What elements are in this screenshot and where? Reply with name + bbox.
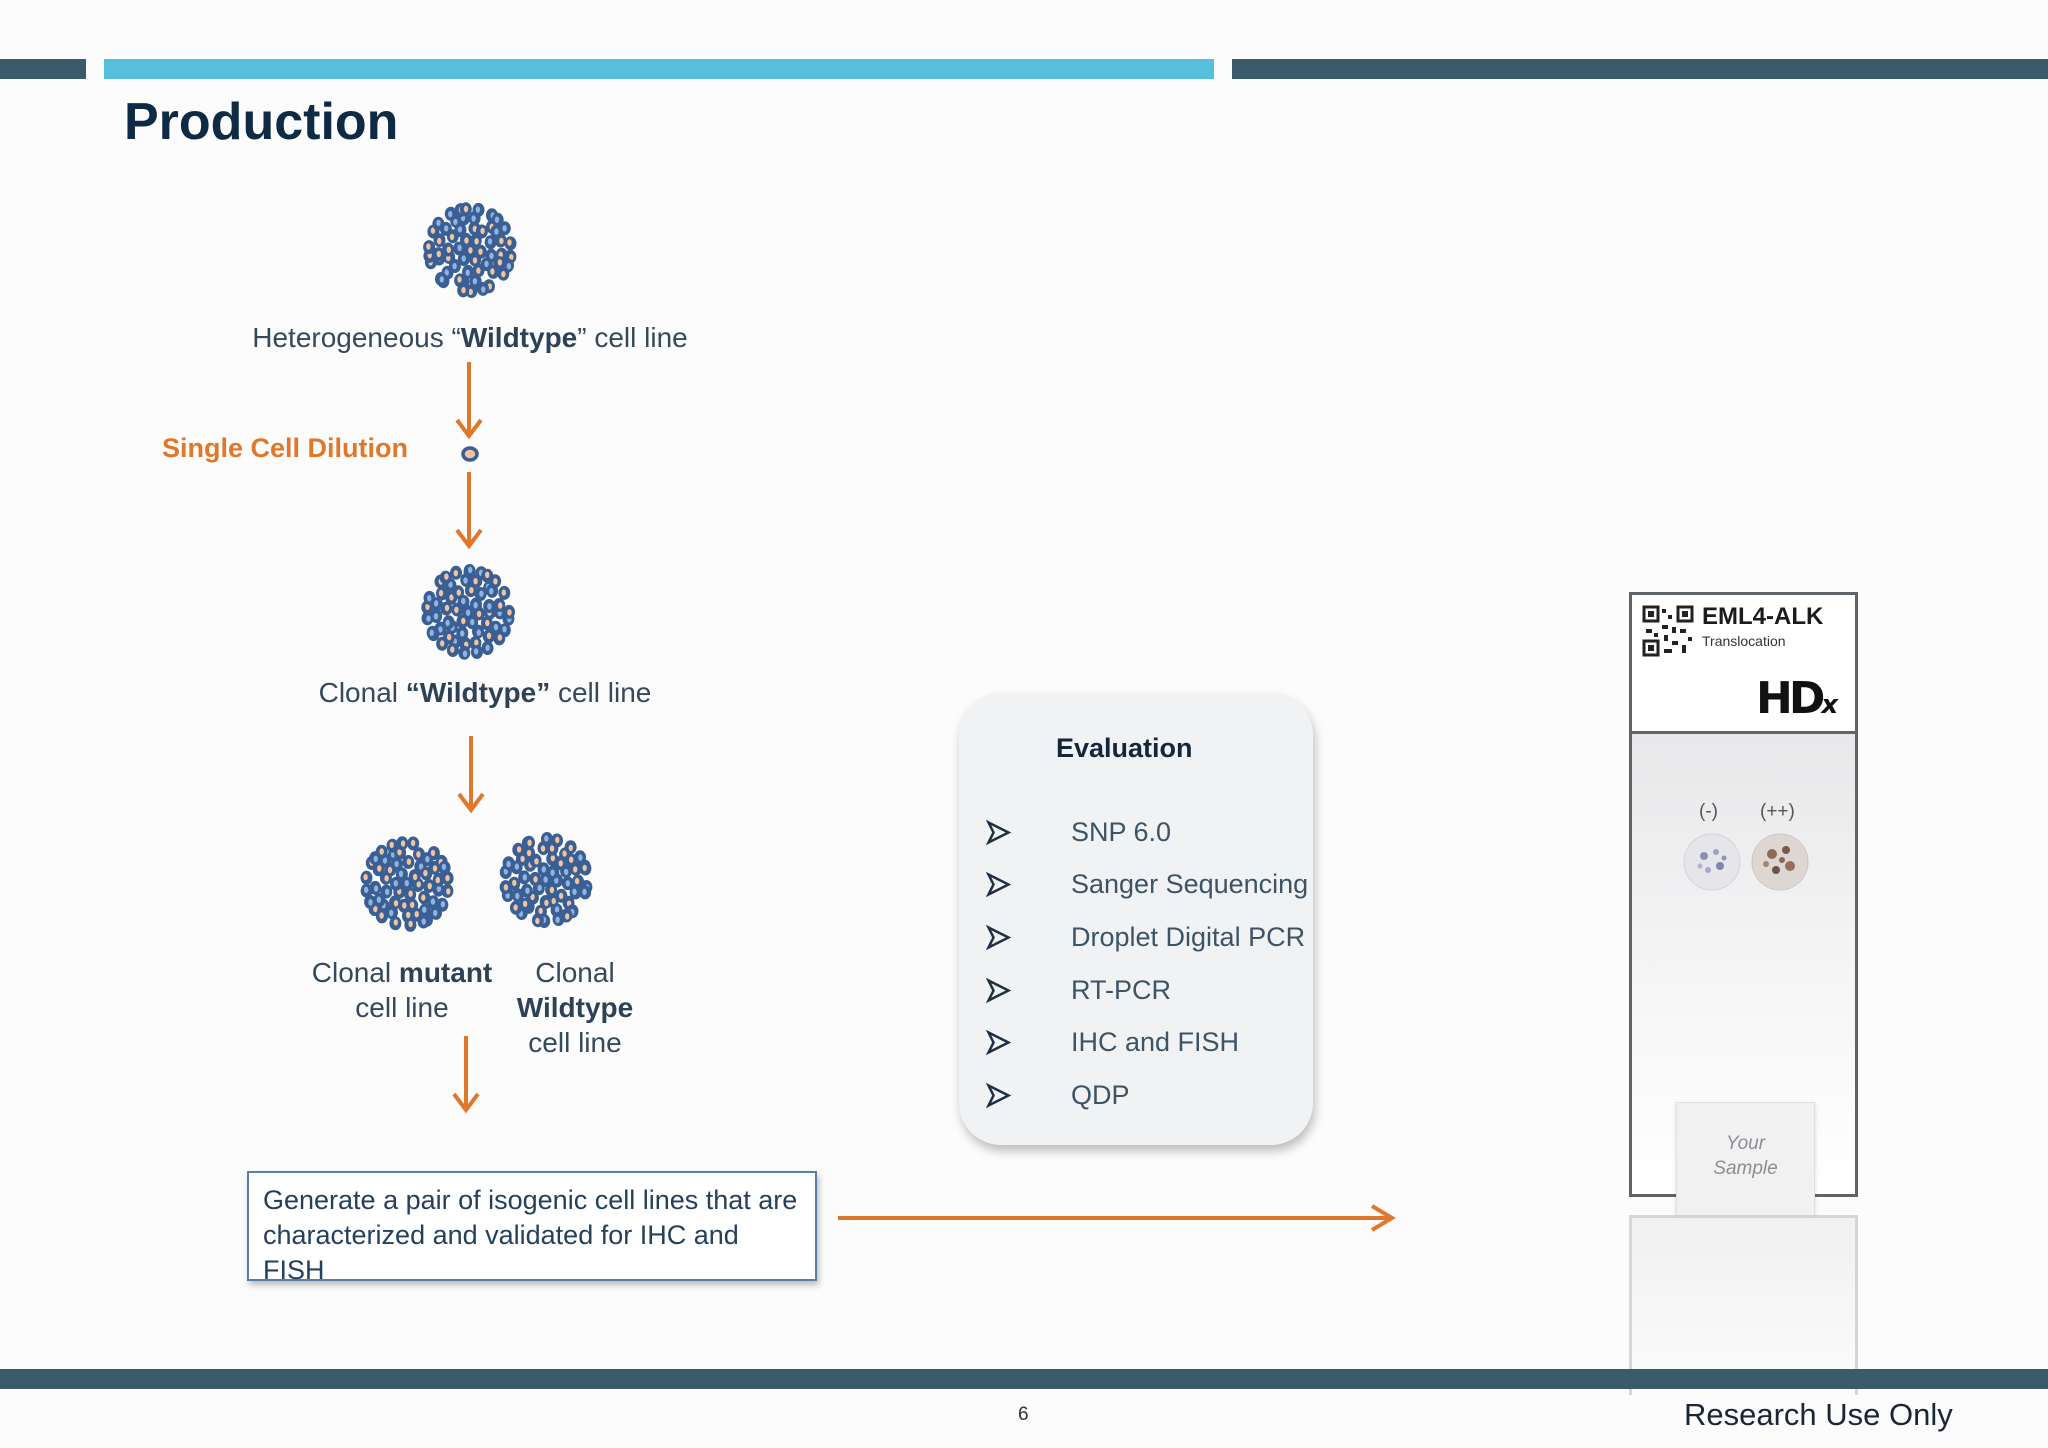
list-item: IHC and FISH (986, 1016, 1308, 1069)
evaluation-list: SNP 6.0 Sanger Sequencing Droplet Digita… (986, 806, 1308, 1122)
kit-reflection (1629, 1215, 1858, 1395)
list-item: Droplet Digital PCR (986, 911, 1308, 964)
arrow-down-3-icon (457, 736, 485, 814)
positive-control-label: (++) (1760, 801, 1795, 822)
top-bar-right (1232, 59, 2048, 79)
arrow-bullet-icon (986, 924, 1011, 950)
isogenic-result-box: Generate a pair of isogenic cell lines t… (247, 1171, 817, 1285)
evaluation-card: Evaluation SNP 6.0 Sanger Sequencing Dro… (959, 693, 1313, 1145)
arrow-down-1-icon (455, 362, 483, 440)
single-cell-dilution-label: Single Cell Dilution (162, 433, 409, 463)
arrow-down-2-icon (455, 472, 483, 550)
positive-control-spot-icon (1751, 833, 1809, 891)
arrow-bullet-icon (986, 1030, 1011, 1056)
clonal-wildtype-label: Clonal Wildtype cell line (516, 957, 634, 1058)
list-item: Sanger Sequencing (986, 859, 1308, 912)
clonal-wildtype-cell-line-label: Clonal “Wildtype” cell line (318, 677, 652, 708)
negative-control-spot-icon (1683, 833, 1741, 891)
kit-body: (-) (++) Your Sample (1632, 734, 1855, 1216)
arrow-down-4-icon (452, 1036, 480, 1114)
top-bar-left (0, 59, 86, 79)
kit-product-name: EML4-ALK (1702, 603, 1824, 630)
arrow-bullet-icon (986, 977, 1011, 1003)
clonal-mutant-cluster-icon (360, 836, 454, 932)
clonal-wildtype-pair-cluster-icon (499, 832, 593, 928)
arrow-bullet-icon (986, 1082, 1011, 1108)
product-kit-image: EML4-ALK Translocation HDx (-) (++) Your… (1629, 592, 1858, 1216)
list-item: SNP 6.0 (986, 806, 1308, 859)
list-item: RT-PCR (986, 964, 1308, 1017)
arrow-bullet-icon (986, 819, 1011, 845)
clonal-mutant-label: Clonal mutant cell line (311, 957, 493, 1023)
arrow-bullet-icon (986, 872, 1011, 898)
top-bar-center (104, 59, 1214, 79)
research-use-only-label: Research Use Only (1684, 1397, 1953, 1432)
your-sample-area: Your Sample (1676, 1102, 1815, 1216)
slide-title: Production (124, 93, 399, 151)
clonal-wildtype-cluster-icon (421, 564, 515, 660)
kit-product-subtitle: Translocation (1702, 633, 1786, 649)
evaluation-title: Evaluation (1056, 733, 1193, 763)
arrow-right-icon (838, 1204, 1396, 1232)
bottom-bar (0, 1369, 2048, 1389)
kit-header: EML4-ALK Translocation HDx (1632, 595, 1855, 734)
heterogeneous-cell-line-label: Heterogeneous “Wildtype” cell line (252, 322, 688, 353)
list-item: QDP (986, 1069, 1308, 1122)
single-cell-icon (461, 446, 479, 462)
heterogeneous-cell-cluster-icon (423, 202, 517, 298)
page-number: 6 (1018, 1404, 1029, 1425)
hdx-logo: HDx (1756, 673, 1838, 724)
qr-code-icon (1642, 605, 1694, 657)
negative-control-label: (-) (1699, 801, 1718, 822)
